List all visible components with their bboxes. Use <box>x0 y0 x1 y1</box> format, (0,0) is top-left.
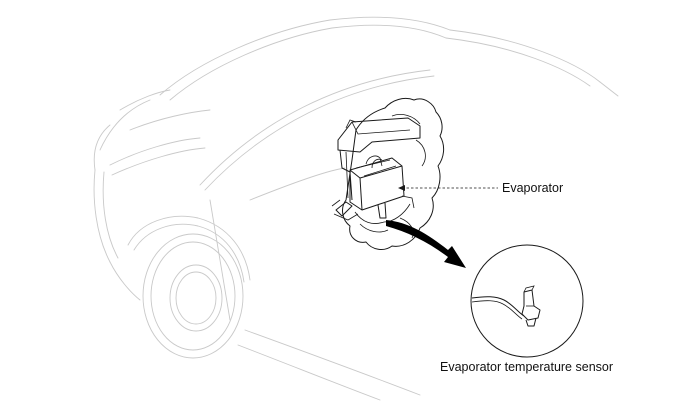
evaporator-leader <box>398 185 498 191</box>
sensor-detail-callout <box>470 244 584 358</box>
evaporator-label: Evaporator <box>502 181 563 195</box>
hvac-housing <box>331 97 445 250</box>
vehicle-outline <box>93 16 619 401</box>
sensor-label: Evaporator temperature sensor <box>440 360 613 374</box>
detail-arrow <box>386 220 466 268</box>
